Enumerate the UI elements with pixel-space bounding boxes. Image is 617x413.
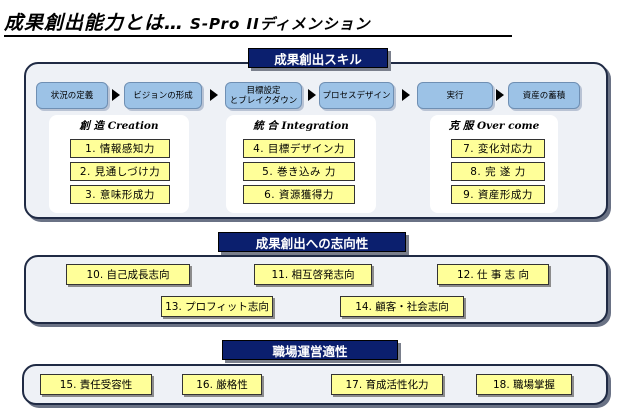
section-banner-orientation: 成果創出への志向性 xyxy=(218,232,406,252)
arrow-right-icon xyxy=(496,89,504,101)
section-banner-workplace: 職場運営適性 xyxy=(222,340,398,360)
skill-group-creation: 創 造 Creation 1. 情報感知力 2. 見通しづけ力 3. 意味形成力 xyxy=(49,115,189,213)
group-title: 克 服 Over come xyxy=(448,120,540,132)
skill-item: 4. 目標デザイン力 xyxy=(243,139,355,158)
process-step: プロセスデザイン xyxy=(319,82,394,109)
arrow-right-icon xyxy=(308,89,316,101)
process-step: 資産の蓄積 xyxy=(508,82,580,109)
orientation-item: 14. 顧客・社会志向 xyxy=(340,296,464,317)
group-title: 創 造 Creation xyxy=(79,120,159,132)
skill-item: 6. 資源獲得力 xyxy=(243,185,355,204)
orientation-item: 12. 仕 事 志 向 xyxy=(437,264,549,285)
skill-item: 3. 意味形成力 xyxy=(70,185,170,204)
orientation-item: 10. 自己成長志向 xyxy=(66,264,190,285)
skill-item: 1. 情報感知力 xyxy=(70,139,170,158)
arrow-right-icon xyxy=(402,89,410,101)
process-step: 状況の定義 xyxy=(36,82,108,109)
process-step: 目標設定 とブレイクダウン xyxy=(225,82,302,109)
workplace-item: 15. 責任受容性 xyxy=(40,374,152,395)
title-underline xyxy=(4,35,512,37)
workplace-item: 17. 育成活性化力 xyxy=(331,374,443,395)
title-subtitle: S-Pro IIディメンション xyxy=(190,15,371,33)
page-title: 成果創出能力とは… S-Pro IIディメンション xyxy=(4,8,371,35)
group-title: 統 合 Integration xyxy=(253,120,349,132)
process-step: ビジョンの形成 xyxy=(124,82,202,109)
workplace-item: 18. 職場掌握 xyxy=(476,374,572,395)
skill-item: 2. 見通しづけ力 xyxy=(70,162,170,181)
section-banner-skills: 成果創出スキル xyxy=(248,48,388,68)
skill-group-overcome: 克 服 Over come 7. 変化対応力 8. 完 遂 力 9. 資産形成力 xyxy=(430,115,558,213)
skill-item: 8. 完 遂 力 xyxy=(451,162,545,181)
orientation-item: 13. プロフィット志向 xyxy=(161,296,273,317)
arrow-right-icon xyxy=(210,89,218,101)
orientation-item: 11. 相互啓発志向 xyxy=(254,264,372,285)
skill-group-integration: 統 合 Integration 4. 目標デザイン力 5. 巻き込み 力 6. … xyxy=(226,115,376,213)
process-step: 実行 xyxy=(417,82,493,109)
skill-item: 5. 巻き込み 力 xyxy=(243,162,355,181)
skill-item: 7. 変化対応力 xyxy=(451,139,545,158)
title-main: 成果創出能力とは… xyxy=(4,12,185,34)
skill-item: 9. 資産形成力 xyxy=(451,185,545,204)
arrow-right-icon xyxy=(112,89,120,101)
workplace-item: 16. 厳格性 xyxy=(182,374,262,395)
